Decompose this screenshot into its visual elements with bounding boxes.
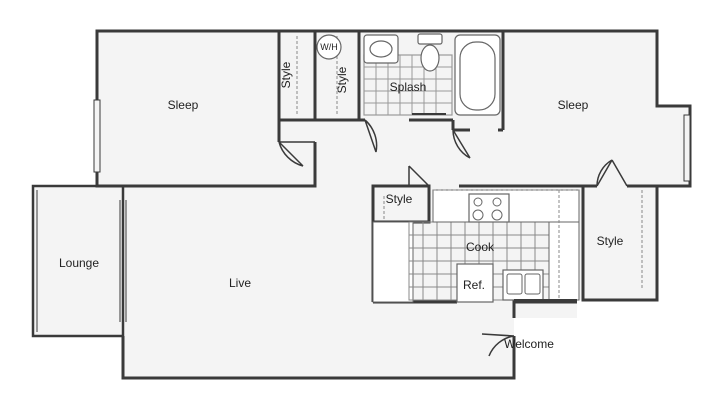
door-swings bbox=[278, 119, 628, 357]
bath-fixtures bbox=[363, 33, 501, 116]
closet-shelves bbox=[296, 36, 643, 290]
label-live: Live bbox=[229, 276, 251, 290]
label-water-heater: W/H bbox=[320, 42, 338, 52]
label-style-pantry: Style bbox=[386, 192, 413, 206]
label-style-left-closet: Style bbox=[279, 61, 293, 88]
label-welcome: Welcome bbox=[504, 337, 554, 351]
label-ref: Ref. bbox=[463, 278, 485, 292]
label-sleep-left: Sleep bbox=[168, 98, 199, 112]
label-sleep-right: Sleep bbox=[558, 98, 589, 112]
lounge-balcony bbox=[31, 184, 127, 338]
label-lounge: Lounge bbox=[59, 256, 99, 270]
kitchen-fixtures bbox=[372, 189, 580, 303]
room-labels: Sleep Sleep Style Style W/H Splash Style… bbox=[59, 42, 624, 351]
outer-walls bbox=[93, 29, 692, 380]
floor-fills bbox=[33, 31, 690, 378]
label-splash: Splash bbox=[390, 80, 427, 94]
label-style-hall-closet: Style bbox=[335, 66, 349, 93]
water-heater bbox=[316, 34, 342, 60]
label-style-right-closet: Style bbox=[597, 234, 624, 248]
label-cook: Cook bbox=[466, 240, 495, 254]
